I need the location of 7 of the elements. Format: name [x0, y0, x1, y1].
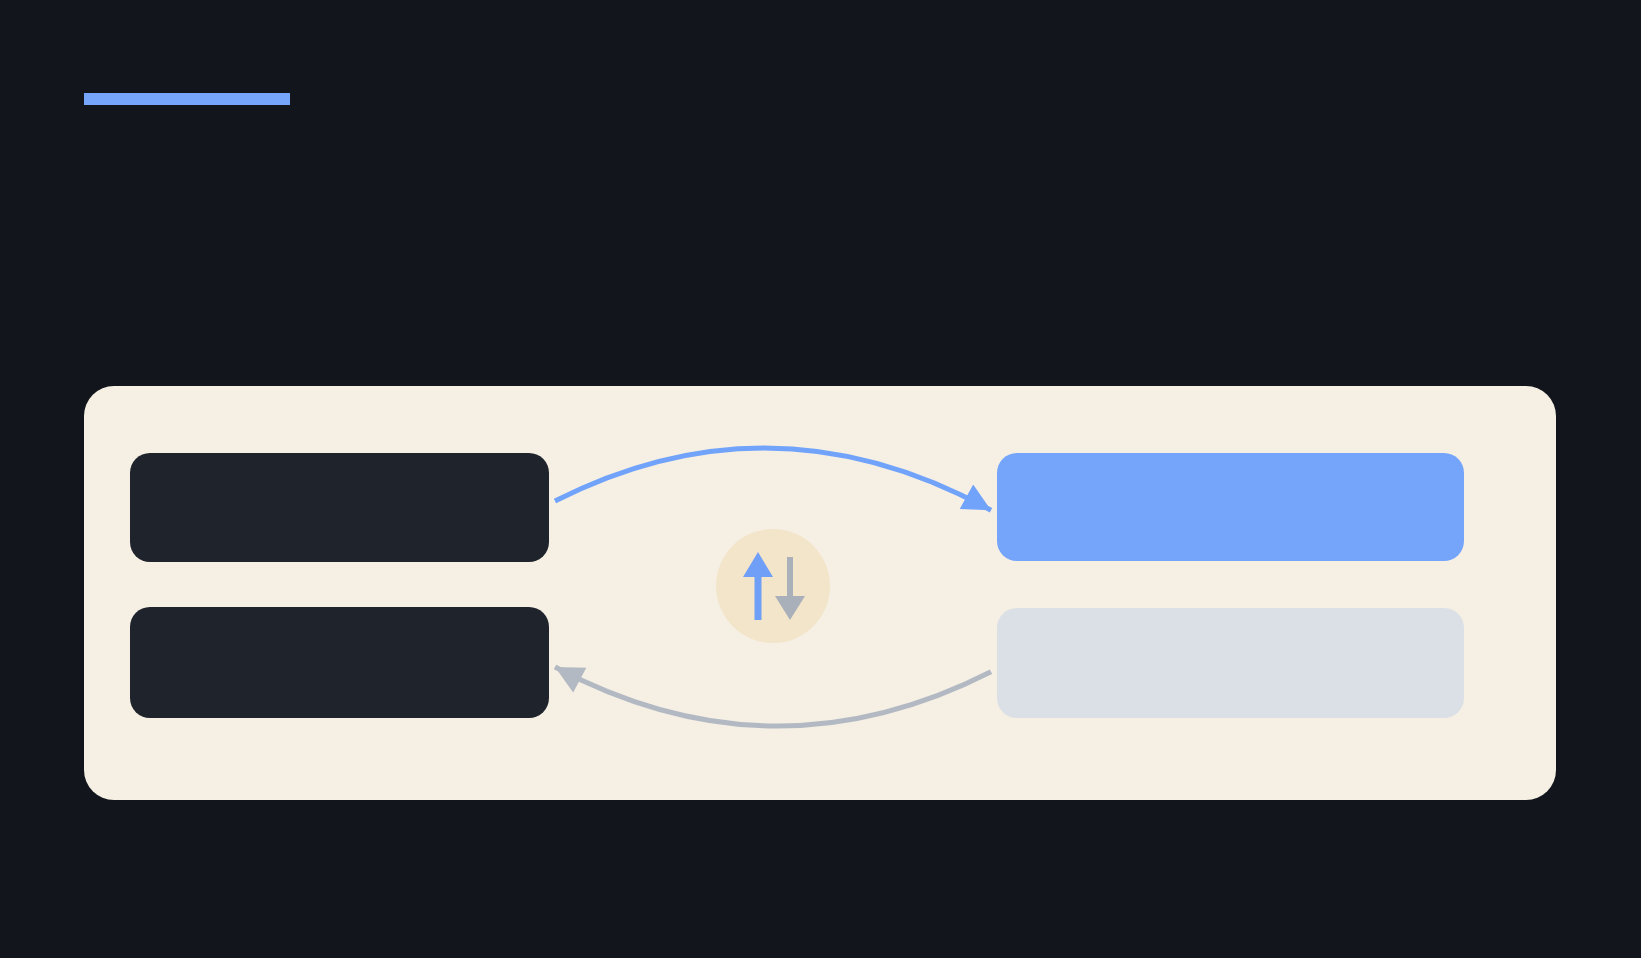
card: [130, 607, 549, 718]
card: [130, 453, 549, 562]
highlight-card: [997, 453, 1464, 561]
muted-card: [997, 608, 1464, 718]
curved-arrow: [553, 445, 993, 513]
curved-arrow: [553, 664, 993, 729]
content-panel: [84, 386, 1556, 800]
